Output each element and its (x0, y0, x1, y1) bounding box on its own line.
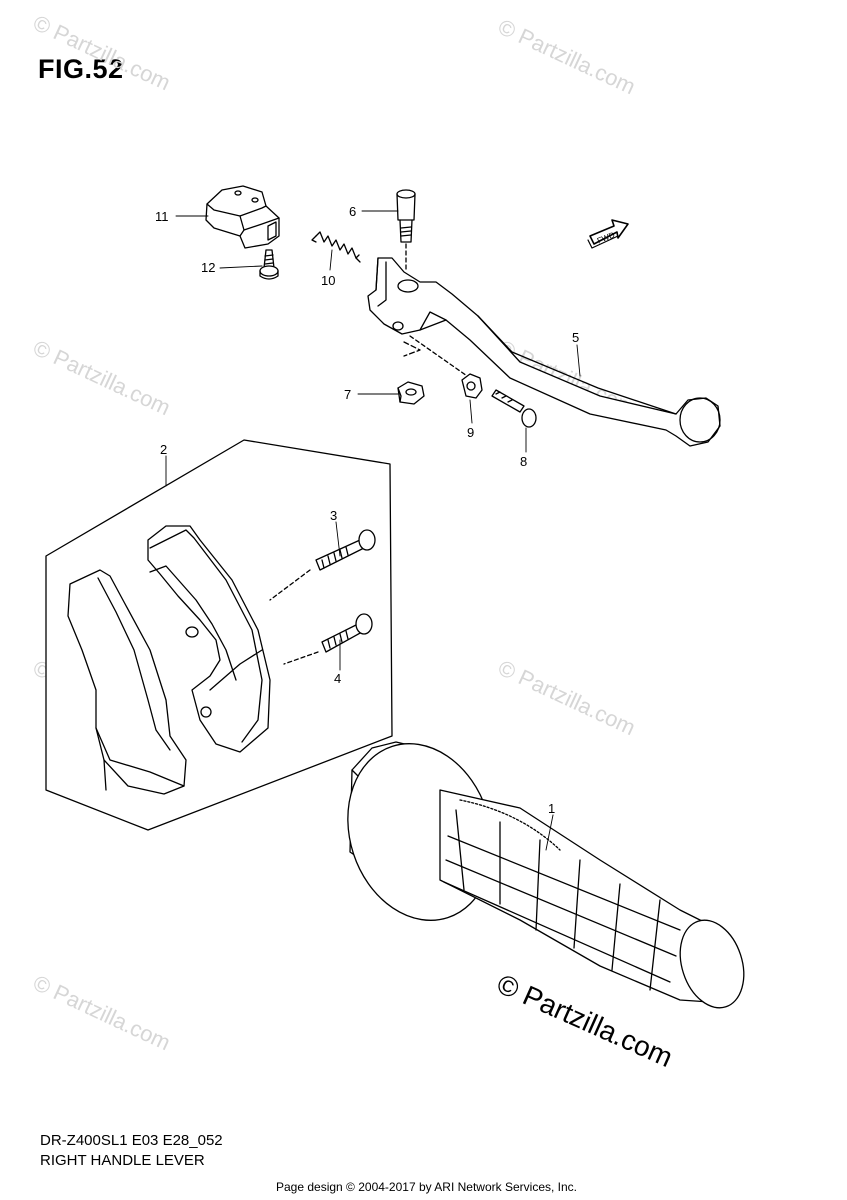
callout-8: 8 (520, 454, 527, 469)
part-4-screw (283, 613, 373, 665)
part-7-nut (397, 381, 425, 405)
leader-3 (335, 521, 341, 557)
callout-labels: 1 2 3 4 5 6 7 8 9 10 11 12 (155, 204, 579, 816)
callout-6: 6 (349, 204, 356, 219)
leader-9 (469, 399, 473, 424)
callout-3: 3 (330, 508, 337, 523)
diagram-caption: RIGHT HANDLE LEVER (40, 1152, 205, 1169)
callout-11: 11 (155, 209, 169, 224)
leader-1 (545, 814, 554, 851)
callout-12: 12 (201, 260, 215, 275)
part-5-lever (367, 257, 721, 447)
part-1-grip (347, 741, 745, 1009)
fwd-arrow: FWD (587, 219, 629, 249)
part-2-holder-set (45, 439, 393, 831)
part-6-pivot-bolt (396, 189, 416, 271)
callout-1: 1 (548, 801, 555, 816)
leader-10 (329, 249, 333, 271)
leader-lines (165, 210, 581, 851)
callout-2: 2 (160, 442, 167, 457)
part-12-screw (259, 249, 279, 280)
part-11-bracket (205, 185, 280, 249)
figure-title: FIG.52 (38, 54, 124, 84)
leader-12 (219, 265, 263, 269)
callout-7: 7 (344, 387, 351, 402)
page-credit: Page design © 2004-2017 by ARI Network S… (276, 1180, 578, 1194)
callout-9: 9 (467, 425, 474, 440)
callout-10: 10 (321, 273, 335, 288)
part-8-bolt (491, 389, 537, 428)
callout-4: 4 (334, 671, 341, 686)
leader-5 (576, 344, 581, 377)
part-9-nut (461, 373, 483, 399)
model-code: DR-Z400SL1 E03 E28_052 (40, 1132, 223, 1149)
callout-5: 5 (572, 330, 579, 345)
part-10-spring (311, 231, 361, 263)
